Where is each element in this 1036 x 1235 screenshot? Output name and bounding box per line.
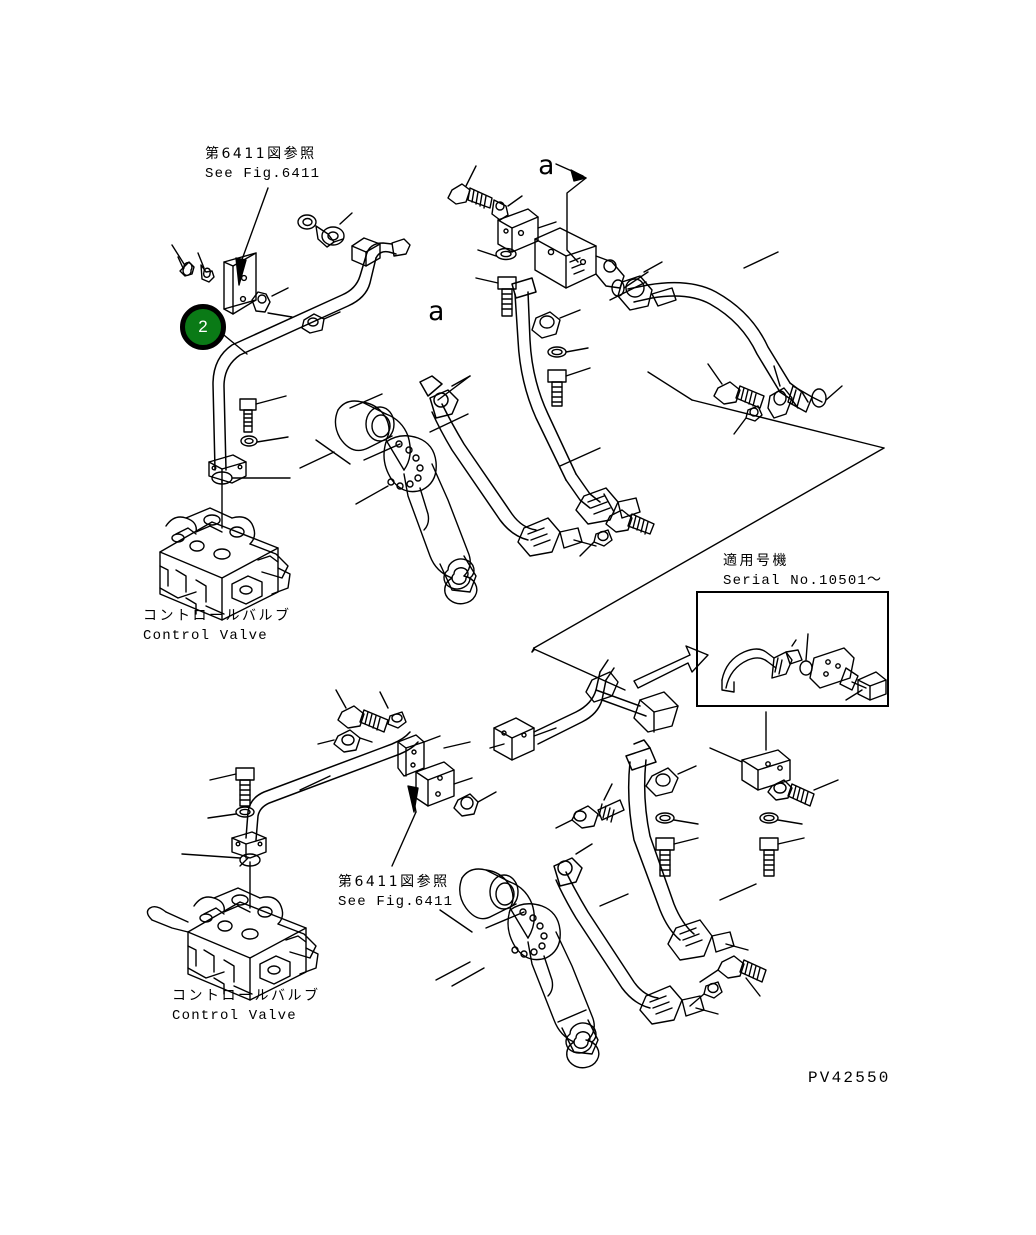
eye-connector-upper-right [611, 271, 649, 297]
leader-marker-a-upper [555, 163, 587, 263]
hose-fitting-lower-right [667, 919, 749, 961]
bracket-lower-tube-right [397, 734, 441, 777]
bolt-lower-upper-mid [335, 689, 407, 733]
manifold-block-lower [493, 717, 557, 761]
see-fig-lower-jp: 第6411図参照 [338, 874, 450, 890]
elbow-block-upper [351, 237, 381, 267]
hardware-right-upper [707, 363, 793, 435]
section-marker-a-right: a [538, 150, 555, 181]
callout-badge-2-number: 2 [198, 317, 208, 336]
control-valve-upper-jp: コントロールバルブ [143, 608, 292, 624]
clamp-lower-mid [317, 729, 373, 753]
serial-variant-inset-box [696, 591, 889, 707]
see-fig-upper-jp: 第6411図参照 [205, 146, 317, 162]
manifold-block-upper [534, 227, 625, 289]
drawing-code: PV42550 [808, 1069, 891, 1087]
bracket-lower-seefig [415, 761, 473, 807]
leader-see-fig-upper [235, 187, 269, 286]
bolt-upper-left-lower [239, 395, 287, 433]
hardware-mid-lower-upper [579, 493, 655, 557]
section-divider-upper [533, 399, 885, 649]
hose-cylinder-left [419, 375, 537, 541]
hose-cylinder-lower-left [553, 843, 659, 1009]
hose-lower-right-vertical [625, 739, 695, 941]
hose-fitting-lower-left-end [639, 985, 719, 1025]
clamp-mid-upper-tube [301, 311, 341, 334]
serial-note-jp: 適用号機 [723, 553, 789, 569]
leaders-lower-misc [299, 741, 757, 1023]
hardware-lower-right [759, 779, 839, 877]
washer-lower-left [207, 806, 255, 819]
hardware-lower-seefig [453, 791, 497, 817]
eye-washer-far-right [811, 385, 843, 408]
hose-fitting-right-lower [575, 487, 641, 525]
washer-upper-left-lower [240, 435, 289, 447]
hardware-lower-hose-left [555, 783, 625, 829]
tube-end-fitting-upper [391, 238, 411, 257]
hardware-upper-left [171, 244, 215, 283]
bracket-lower-right [709, 711, 791, 791]
inset-pointer-arrow [633, 645, 709, 689]
control-valve-upper [159, 471, 291, 621]
washer-bolt-manifold-lower [475, 247, 517, 317]
leaders-upper-misc [299, 251, 779, 505]
hardware-bottom [689, 955, 767, 1007]
control-valve-lower-en: Control Valve [172, 1008, 297, 1024]
bolt-set-manifold-upper [447, 165, 523, 221]
ring-washer-upper [321, 212, 353, 246]
washer-eye-upper [297, 214, 344, 248]
hose-elbow-lower-center [585, 671, 679, 733]
section-divider-left-tail [533, 647, 626, 691]
leader-valve-lower [239, 857, 249, 867]
control-valve-lower-jp: コントロールバルブ [172, 988, 321, 1004]
see-fig-lower-en: See Fig.6411 [338, 894, 454, 910]
section-divider-upper-right-tail [647, 371, 693, 401]
leader-see-fig-lower [391, 785, 419, 867]
cylinder-upper [315, 400, 478, 605]
clamp-set-lower-center [645, 765, 699, 877]
callout-badge-2[interactable]: 2 [180, 304, 226, 350]
control-valve-upper-en: Control Valve [143, 628, 268, 644]
hose-fitting-cylinder-lower [517, 517, 597, 557]
inset-detail-drawing [721, 633, 887, 701]
serial-note-en: Serial No.10501〜 [723, 573, 883, 589]
clamp-set-mid-upper [531, 309, 591, 407]
clamp-upper-left [251, 287, 293, 318]
tube-upper-main [212, 242, 397, 471]
bracket-manifold-upper [497, 208, 557, 253]
tube-lower-main [245, 731, 419, 841]
control-valve-lower [146, 853, 319, 1001]
hose-fitting-upper-right-end [787, 385, 823, 413]
see-fig-upper-en: See Fig.6411 [205, 166, 321, 182]
tube-lower-flange [231, 831, 267, 859]
bolt-lower-left [209, 767, 255, 807]
hose-lower-center [533, 659, 647, 745]
section-marker-a-left: a [428, 296, 445, 327]
bracket-upper-left [223, 252, 257, 315]
hose-cylinder-right [511, 277, 601, 509]
tube-flange-upper [208, 454, 247, 484]
cylinder-lower [439, 868, 600, 1069]
